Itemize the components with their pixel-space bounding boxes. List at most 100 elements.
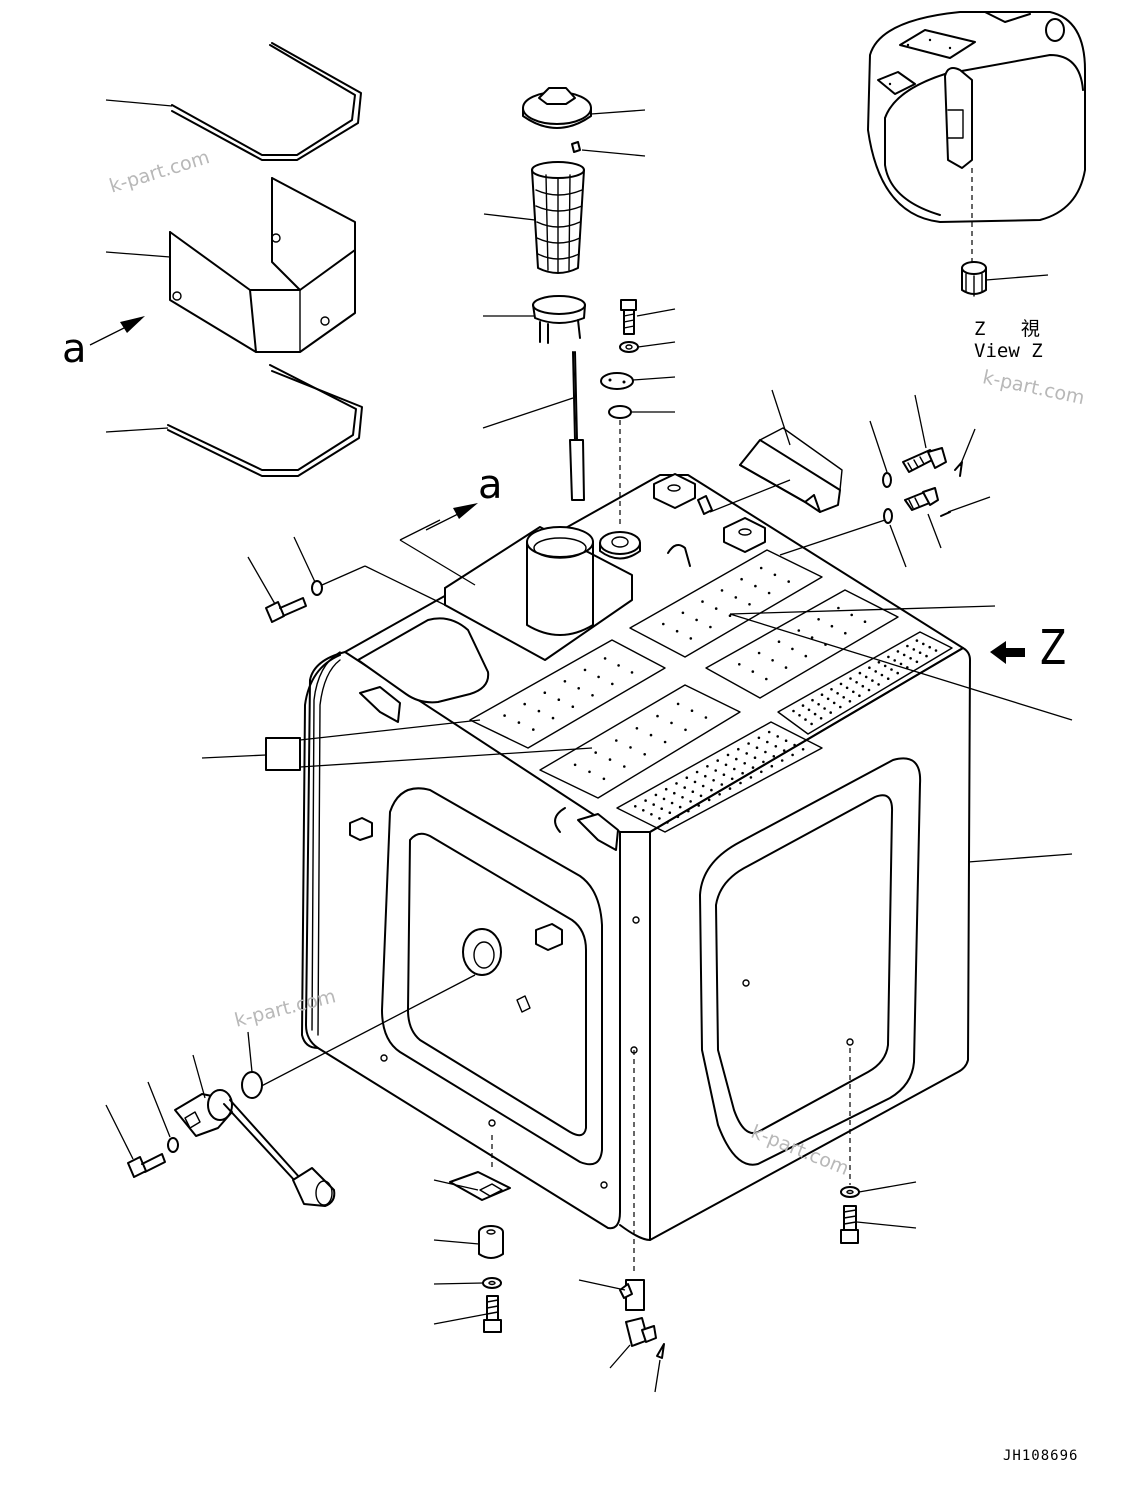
perforation-dot (662, 622, 665, 626)
elbow-fitting-lower (904, 487, 942, 549)
filler-neck (399, 519, 633, 661)
perforation-dot (848, 700, 852, 703)
hook-front (554, 807, 566, 833)
washer-left-upper (293, 536, 446, 606)
perforation-dot (771, 659, 774, 662)
perforation-dot (817, 703, 820, 706)
perforation-dot (733, 767, 736, 771)
perforation-dot (681, 796, 684, 799)
perforation-dot (743, 762, 746, 765)
perforation-dot (683, 786, 686, 789)
view-arrow-a-upper (89, 316, 145, 346)
perforation-dot (767, 591, 771, 595)
perforation-dot (537, 709, 541, 713)
perforation-dot (906, 644, 909, 648)
perforation-dot (751, 766, 755, 769)
washer-bottom-left (147, 1081, 179, 1153)
perforation-dot (765, 677, 768, 681)
mount-spacer (433, 1225, 504, 1259)
perforation-dot (826, 697, 830, 701)
small-o-ring-right-a (869, 420, 892, 488)
perforation-dot (791, 753, 794, 757)
perforation-dot (868, 666, 871, 669)
perforation-dot (804, 654, 808, 658)
perforation-dot (755, 746, 759, 749)
perforation-dot (634, 805, 637, 808)
perforation-dot (615, 739, 618, 742)
perforation-dot (720, 783, 724, 786)
perforation-dot (712, 779, 715, 782)
o-ring (608, 405, 675, 525)
perforation-dot (710, 788, 713, 792)
perforation-dot (664, 787, 668, 791)
perforation-dot (922, 642, 925, 646)
perforation-dot (583, 668, 587, 672)
perforation-dot (849, 677, 852, 680)
perforation-dot (912, 648, 916, 651)
drain-valve (578, 1050, 645, 1311)
perforation-dot (691, 790, 695, 793)
perforation-dot (676, 702, 680, 706)
lower-band-strap (105, 364, 363, 477)
perforation-dot (925, 654, 928, 658)
perforation-dot (877, 661, 881, 664)
perforation-dot (724, 763, 728, 767)
perforation-dot (751, 670, 755, 673)
perforation-dot (681, 611, 685, 615)
perforation-dot (689, 637, 693, 640)
perforation-dot (798, 714, 801, 717)
perforation-dot (697, 804, 700, 807)
perforation-dot (774, 745, 778, 748)
perforation-dot (663, 740, 667, 744)
perforation-dot (782, 749, 786, 752)
perforation-dot (660, 807, 663, 810)
gauge-boss (249, 928, 502, 1093)
washer-bottom-right (840, 1048, 917, 1198)
level-sensor (174, 1054, 336, 1207)
strainer (483, 161, 585, 274)
perforation-dot (880, 673, 884, 677)
perforation-dot (791, 647, 794, 651)
mount-plate (433, 1135, 511, 1201)
perforation-dot (611, 682, 614, 686)
perforation-dot (787, 580, 790, 583)
bracket-left (359, 686, 401, 723)
perforation-dot (730, 777, 734, 781)
perforation-dot (749, 776, 753, 779)
perforation-dot (709, 625, 712, 629)
plate-flange (600, 372, 676, 390)
perforation-dot (886, 677, 890, 680)
perforation-dot (707, 798, 711, 802)
perforation-dot (670, 721, 673, 725)
perforation-dot (801, 704, 805, 707)
perforation-dot (896, 671, 899, 675)
perforation-dot (801, 748, 805, 751)
perforation-dot (836, 692, 839, 695)
perforation-dot (928, 645, 931, 649)
view-arrow-a-lower (425, 503, 478, 531)
perforation-dot (517, 721, 521, 724)
perforation-dot (753, 756, 757, 759)
perforation-dot (867, 688, 871, 692)
perforation-dot (642, 809, 645, 812)
perforation-dot (777, 640, 781, 643)
top-block-b (723, 517, 766, 553)
left-face-recess (381, 787, 603, 1166)
small-pin-right-b (940, 496, 991, 517)
perforation-dot (864, 675, 868, 679)
perforation-dot (810, 636, 814, 639)
upper-band-strap (105, 42, 362, 161)
mount-bolt (433, 1295, 502, 1333)
perforation-dot (551, 716, 555, 720)
perforation-dot (813, 712, 817, 716)
perforation-dot (811, 698, 814, 702)
perforation-dot (714, 607, 718, 610)
perforation-dot (915, 639, 919, 642)
perforation-dot (810, 722, 813, 726)
filler-cap (522, 87, 646, 129)
view-z-caption-english: View Z (974, 340, 1043, 362)
top-plate-6 (777, 631, 953, 735)
perforation-dot (673, 791, 676, 795)
perforation-dot (654, 793, 658, 797)
bracket-center (577, 813, 619, 851)
